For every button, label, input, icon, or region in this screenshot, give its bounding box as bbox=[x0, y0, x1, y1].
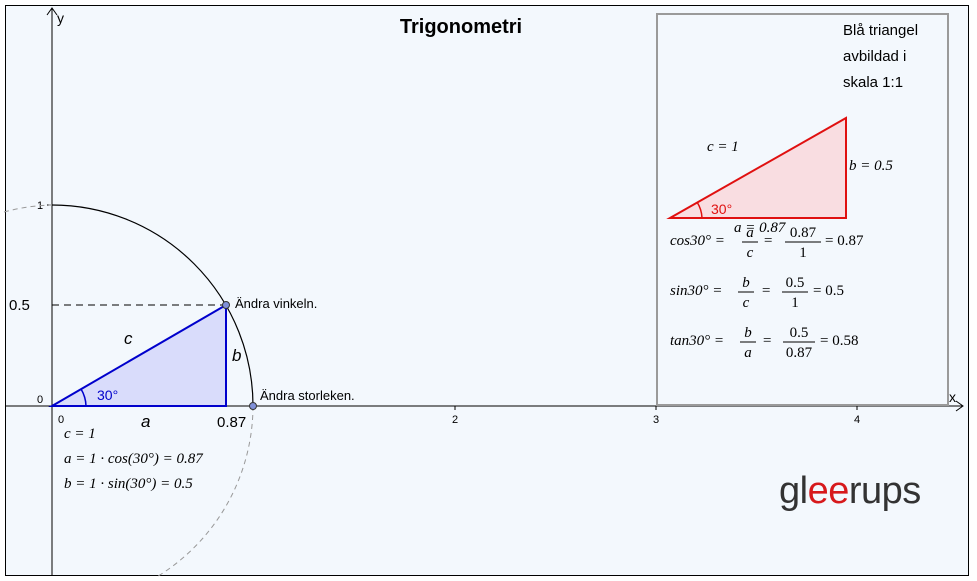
tan-eq: = bbox=[762, 333, 772, 349]
unit-circle-arc bbox=[51, 204, 254, 407]
tan-formula: tan30° = b a = 0.5 0.87 = 0.58 bbox=[670, 325, 858, 361]
circle-dashed-upper-left bbox=[3, 204, 53, 213]
cos-num1: a bbox=[746, 225, 754, 241]
side-b-label: b bbox=[232, 346, 241, 365]
red-angle-label: 30° bbox=[711, 201, 732, 217]
sin-lhs: sin30° = bbox=[670, 283, 722, 299]
side-c-label: c bbox=[124, 329, 133, 348]
cos-den2: 1 bbox=[799, 245, 807, 261]
panel-caption-line-3: skala 1:1 bbox=[843, 74, 903, 91]
tan-lhs: tan30° = bbox=[670, 333, 724, 349]
tan-den2: 0.87 bbox=[786, 345, 813, 361]
cos-num2: 0.87 bbox=[790, 225, 817, 241]
angle-arc bbox=[80, 388, 87, 407]
cos-formula: cos30° = a c = 0.87 1 = 0.87 bbox=[670, 225, 864, 261]
panel-b-label: b = 0.5 bbox=[849, 158, 893, 174]
cos-den1: c bbox=[747, 245, 754, 261]
cos-eq: = bbox=[763, 233, 773, 249]
x-tick-label-2: 2 bbox=[452, 414, 458, 426]
tan-num2: 0.5 bbox=[790, 325, 809, 341]
y-axis-arrow bbox=[46, 7, 58, 16]
page-title: Trigonometri bbox=[400, 16, 522, 38]
size-drag-label: Ändra storleken. bbox=[260, 388, 355, 403]
formula-c: c = 1 bbox=[64, 426, 96, 442]
y-tick-label-0: 0 bbox=[37, 394, 43, 406]
x-axis-label: x bbox=[949, 389, 956, 405]
blue-triangle bbox=[48, 303, 227, 407]
sin-formula: sin30° = b c = 0.5 1 = 0.5 bbox=[670, 275, 844, 311]
x-tick-label-0: 0 bbox=[58, 414, 64, 426]
y-value-label: 0.5 bbox=[9, 297, 30, 314]
tan-num1: b bbox=[744, 325, 752, 341]
red-angle-arc bbox=[696, 201, 703, 219]
sin-num1: b bbox=[742, 275, 750, 291]
panel-a-label: a = 0.87 bbox=[734, 220, 787, 236]
tan-result: = 0.58 bbox=[820, 333, 858, 349]
x-axis-arrow bbox=[955, 400, 964, 412]
gleerups-logo: gleerups bbox=[779, 470, 921, 512]
panel-c-label: c = 1 bbox=[707, 139, 739, 155]
side-a-label: a bbox=[141, 412, 150, 431]
x-tick-label-3: 3 bbox=[653, 414, 659, 426]
x-value-label: 0.87 bbox=[217, 414, 246, 431]
cos-lhs: cos30° = bbox=[670, 233, 725, 249]
red-triangle bbox=[666, 116, 847, 219]
x-tick-label-4: 4 bbox=[854, 414, 860, 426]
size-drag-point[interactable] bbox=[249, 402, 257, 410]
panel-caption-line-1: Blå triangel bbox=[843, 22, 918, 39]
circle-dashed-lower bbox=[154, 405, 254, 579]
angle-label: 30° bbox=[97, 387, 118, 403]
sin-result: = 0.5 bbox=[813, 283, 844, 299]
angle-drag-label: Ändra vinkeln. bbox=[235, 296, 317, 311]
sin-den2: 1 bbox=[791, 295, 799, 311]
cos-result: = 0.87 bbox=[825, 233, 864, 249]
sin-den1: c bbox=[743, 295, 750, 311]
formula-b: b = 1 · sin(30°) = 0.5 bbox=[64, 476, 193, 492]
sin-num2: 0.5 bbox=[786, 275, 805, 291]
angle-drag-point[interactable] bbox=[222, 301, 230, 309]
panel-caption-line-2: avbildad i bbox=[843, 48, 906, 65]
y-axis-label: y bbox=[57, 10, 64, 26]
sin-eq: = bbox=[761, 283, 771, 299]
formula-a: a = 1 · cos(30°) = 0.87 bbox=[64, 451, 204, 467]
tan-den1: a bbox=[744, 345, 752, 361]
